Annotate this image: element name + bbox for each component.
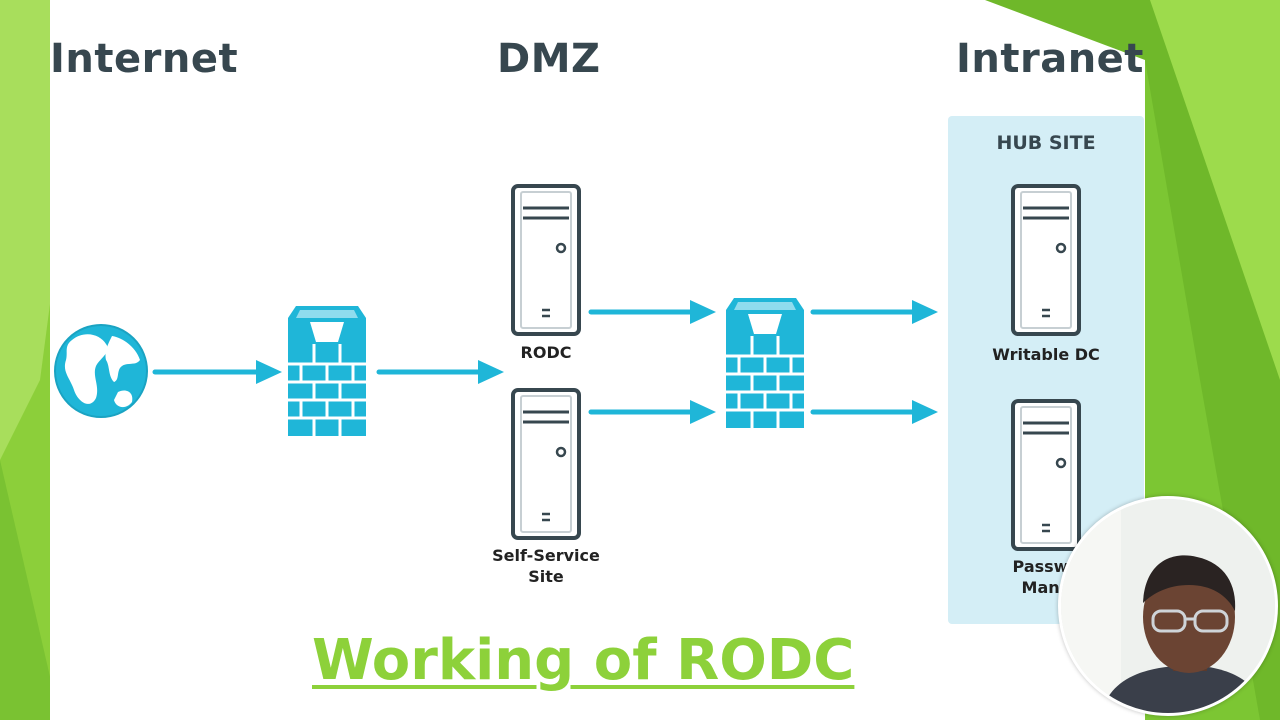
self-service-site-label: Self-Service Site [476,545,616,587]
self-service-label-line-1: Self-Service [492,546,600,565]
firewall-icon [724,296,806,430]
firewall-icon [286,304,368,438]
server-icon [511,184,581,336]
rodc-label: RODC [520,343,572,362]
writable-dc-label: Writable DC [992,345,1100,364]
presenter-webcam [1058,496,1278,716]
server-icon [1011,184,1081,336]
zone-internet-heading: Internet [50,36,239,82]
self-service-label-line-2: Site [528,567,564,586]
server-icon [511,388,581,540]
presenter-avatar [1061,499,1275,713]
arrow-right-icon [810,300,938,324]
arrow-right-icon [152,360,282,384]
globe-icon [54,324,148,418]
slide-title: Working of RODC [312,628,855,693]
zone-intranet-heading: Intranet [956,36,1144,82]
arrow-right-icon [810,400,938,424]
hub-site-label: HUB SITE [996,132,1096,154]
zone-dmz-heading: DMZ [497,36,601,82]
arrow-right-icon [588,300,716,324]
arrow-right-icon [588,400,716,424]
arrow-right-icon [376,360,504,384]
